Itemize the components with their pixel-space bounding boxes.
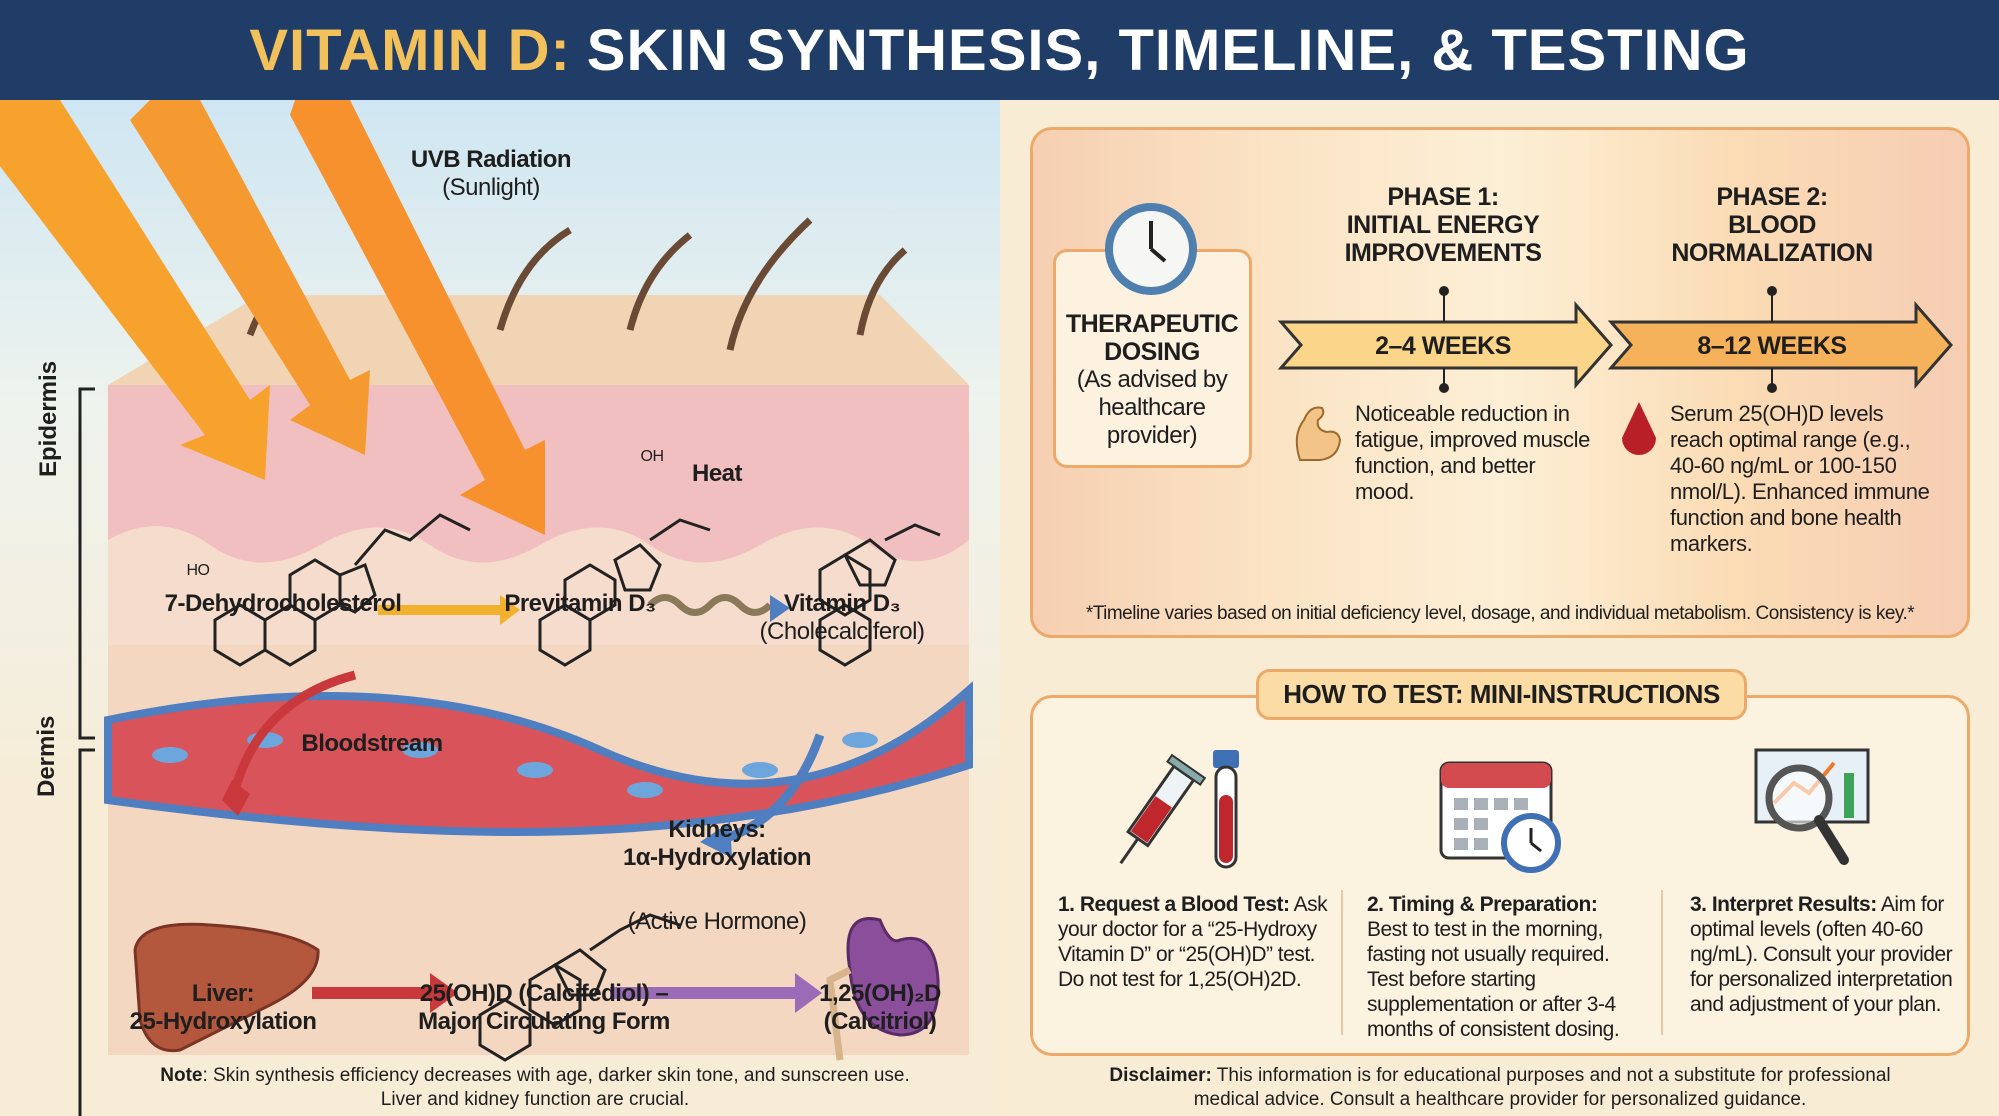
synthesis-note: Note: Skin synthesis efficiency decrease… <box>160 1065 910 1110</box>
disclaimer: Disclaimer: This information is for educ… <box>1109 1065 1891 1110</box>
uvb-arrows <box>0 100 545 535</box>
syringe-test-tube-icon <box>1119 750 1239 869</box>
heat-label: Heat <box>691 460 743 487</box>
molecule-structures <box>213 513 941 1062</box>
ho-label: HO <box>186 562 211 579</box>
to-liver-arrow <box>230 670 357 792</box>
phase1-duration: 2–4 WEEKS <box>1375 332 1511 360</box>
column-divider <box>1341 890 1343 1035</box>
blood-vessel <box>104 681 973 836</box>
test-step-2: 2. Timing & Preparation: Best to test in… <box>1367 893 1620 1041</box>
kidney-arrow <box>610 973 822 1013</box>
epidermis-label: Epidermis <box>35 360 62 477</box>
test-step-3: 3. Interpret Results: Aim for optimal le… <box>1690 893 1953 1016</box>
column-divider <box>1661 890 1663 1035</box>
title-accent: VITAMIN D: <box>249 17 571 83</box>
calcitriol-label: 1,25(OH)₂D(Calcitriol) <box>819 980 941 1035</box>
skin-illustration <box>0 100 973 1116</box>
liver-to-calcifediol-arrow <box>312 973 458 1013</box>
to-blood-arrow <box>718 733 825 845</box>
how-to-test-title: HOW TO TEST: MINI-INSTRUCTIONS <box>1256 669 1747 720</box>
liver-label: Liver:25-Hydroxylation <box>129 980 317 1035</box>
calendar-clock-icon <box>1439 761 1561 873</box>
blood-drop-icon <box>1622 402 1656 455</box>
title-text: SKIN SYNTHESIS, TIMELINE, & TESTING <box>586 17 1750 83</box>
therapeutic-dosing-sub: (As advised by healthcare provider) <box>1076 366 1228 449</box>
active-hormone-label: (Active Hormone) <box>627 908 807 935</box>
dermis-bracket <box>78 748 95 1116</box>
timeline-arrows <box>1277 301 1953 389</box>
epidermis-bracket <box>78 387 95 740</box>
conversion-arrow <box>378 595 520 625</box>
molecule-previtamin-d3: Previtamin D₃ <box>504 590 656 617</box>
phase2-marker <box>1767 286 1777 393</box>
molecule-7-dehydrocholesterol: 7-Dehydrocholesterol <box>164 590 402 617</box>
timeline-footnote: *Timeline varies based on initial defici… <box>1085 603 1915 624</box>
clock-icon <box>1105 203 1197 295</box>
kidneys-label: Kidneys:1α-Hydroxylation <box>622 816 812 871</box>
phase2-arrow <box>1607 301 1953 389</box>
phase1-marker <box>1439 286 1449 393</box>
liver-icon <box>133 922 320 1053</box>
flexed-arm-icon <box>1295 406 1342 461</box>
test-step-1: 1. Request a Blood Test: Ask your doctor… <box>1058 893 1328 991</box>
uvb-label: UVB Radiation(Sunlight) <box>410 146 572 201</box>
calcifediol-label: 25(OH)D (Calcifediol) –Major Circulating… <box>418 980 670 1035</box>
phase1-description: Noticeable reduction in fatigue, improve… <box>1355 401 1590 504</box>
heat-wave-icon <box>647 594 773 616</box>
skin-synthesis-panel: Epidermis Dermis UVB Radiation(Sunlight)… <box>0 100 1000 1116</box>
kidney-icon <box>846 917 940 1037</box>
magnifier-chart-icon <box>1754 748 1870 865</box>
page-header: VITAMIN D: SKIN SYNTHESIS, TIMELINE, & T… <box>0 0 1999 100</box>
phase1-arrow <box>1277 301 1613 389</box>
phase2-description: Serum 25(OH)D levels reach optimal range… <box>1670 401 1930 556</box>
oh-label: OH <box>640 448 665 465</box>
bloodstream-label: Bloodstream <box>301 730 443 757</box>
molecule-vitamin-d3: Vitamin D₃(Cholecalciferol) <box>759 590 925 645</box>
dermis-label: Dermis <box>33 715 60 797</box>
phase2-duration: 8–12 WEEKS <box>1697 332 1847 360</box>
